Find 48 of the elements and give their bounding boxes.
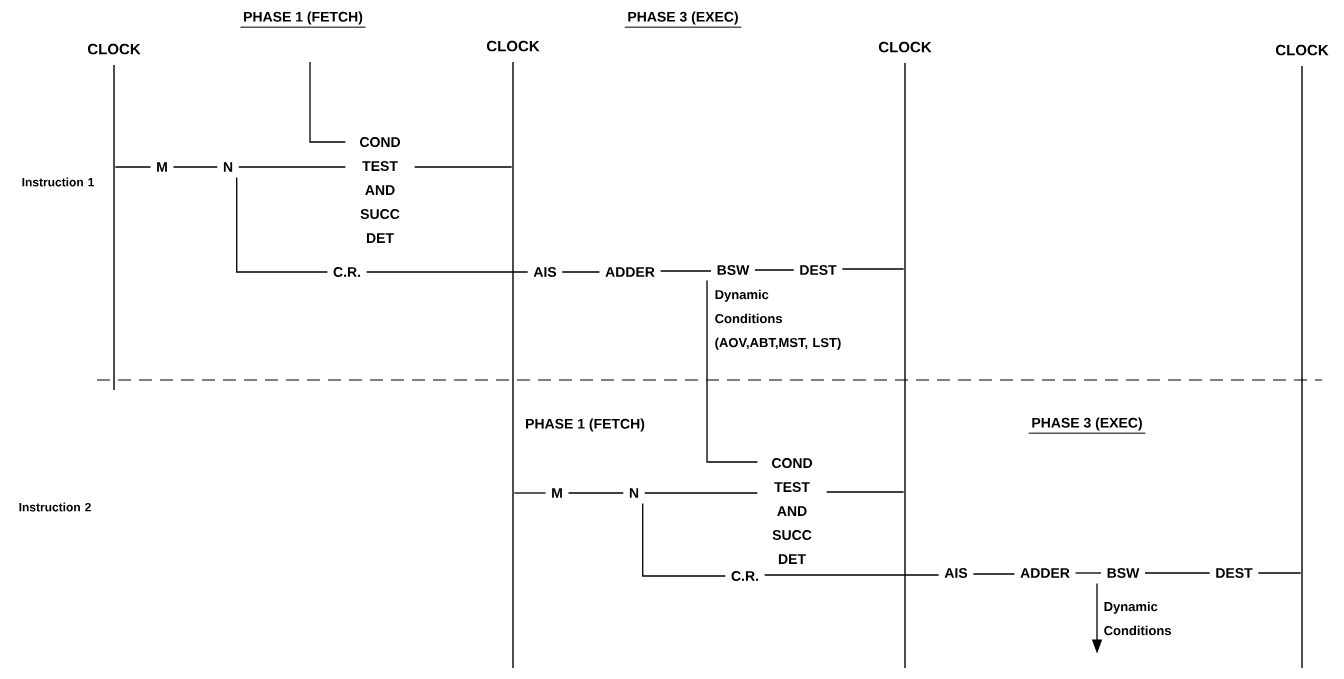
phase-heading: PHASE 3 (EXEC) <box>1028 417 1146 434</box>
connector-line <box>366 271 529 273</box>
connector-line <box>172 166 218 168</box>
stage-label: AIS <box>944 568 968 578</box>
stage-label: COND TEST AND SUCC DET <box>772 458 812 564</box>
row-label: Instruction 1 <box>22 177 94 187</box>
connector-line <box>414 166 513 168</box>
stage-label: C.R. <box>333 267 361 277</box>
stage-label: N <box>223 162 233 172</box>
phase-heading: PHASE 1 (FETCH) <box>526 418 645 432</box>
connector-line <box>114 166 152 168</box>
stage-label: M <box>552 488 562 498</box>
connector-line <box>642 502 726 577</box>
stage-label: N <box>629 488 639 498</box>
connector-line <box>764 574 940 576</box>
connector-line <box>236 176 328 273</box>
connector-line <box>644 492 758 494</box>
connector-line <box>309 61 346 143</box>
stage-label: DEST <box>1216 568 1253 578</box>
clock-line: CLOCK <box>878 41 932 668</box>
connector-line <box>972 573 1016 575</box>
connector-line <box>1144 572 1211 574</box>
stage-label: AIS <box>533 267 557 277</box>
stage-label: BSW <box>717 265 750 275</box>
connector-line <box>238 166 346 168</box>
connector-line <box>754 269 795 271</box>
connector-line <box>513 492 547 494</box>
stage-label: BSW <box>1107 568 1140 578</box>
edge-label: Dynamic Conditions <box>1104 601 1171 636</box>
connector-line <box>826 491 905 493</box>
stage-label: M <box>157 162 167 172</box>
connector-line <box>659 270 712 272</box>
row-label: Instruction 2 <box>19 502 91 512</box>
connector-line <box>1257 572 1302 574</box>
stage-label: COND TEST AND SUCC DET <box>360 137 401 243</box>
connector-line <box>561 271 601 273</box>
clock-line: CLOCK <box>1275 44 1329 668</box>
stage-label: ADDER <box>605 267 655 277</box>
stage-label: DEST <box>800 265 837 275</box>
connector-line <box>706 279 758 463</box>
phase-heading: PHASE 3 (EXEC) <box>624 11 742 28</box>
stage-label: ADDER <box>1020 568 1070 578</box>
phase-heading: PHASE 1 (FETCH) <box>239 11 367 28</box>
connector-line <box>567 492 624 494</box>
stage-label: C.R. <box>731 571 759 581</box>
connector-line <box>1074 572 1102 574</box>
connector-line <box>841 268 905 270</box>
edge-label: Dynamic Conditions (AOV,ABT,MST, LST) <box>715 289 841 350</box>
